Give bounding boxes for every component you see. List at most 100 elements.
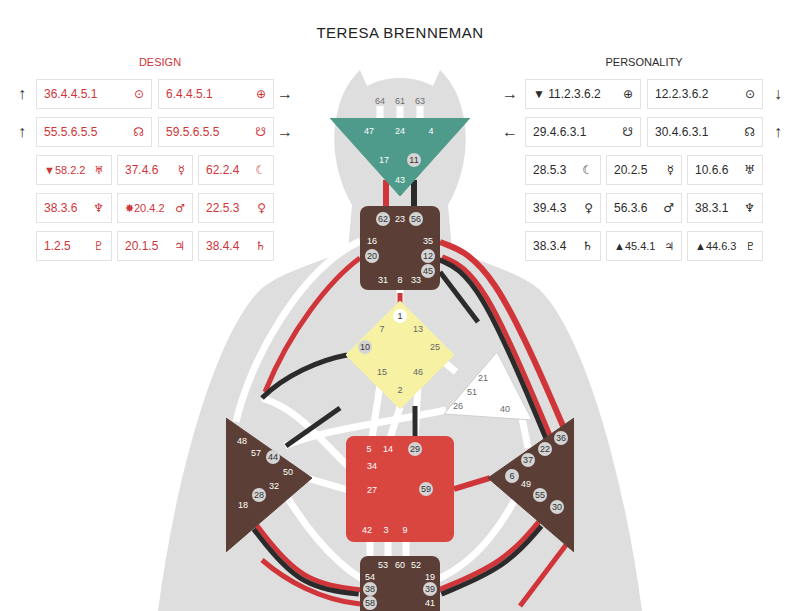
gate-number: 58 — [363, 596, 377, 610]
gate-number: 51 — [463, 385, 481, 399]
planet-symbol: ♂ — [175, 202, 185, 215]
gate-number: 14 — [379, 442, 397, 456]
gate-line-value: 1.2.5 — [44, 239, 71, 253]
channel-track — [522, 418, 528, 448]
gate-line-value: 22.5.3 — [206, 201, 239, 215]
activation-cell: 59.5.6.5.5☋ — [158, 117, 274, 147]
activation-cell: 38.4.4 ♄ — [198, 231, 274, 261]
channel — [254, 525, 362, 594]
energy-center: 536052541938395841 — [360, 556, 440, 611]
planet-symbol: ☿ — [178, 163, 185, 177]
channel-stroke — [254, 529, 359, 594]
energy-center: 514293427594239 — [346, 436, 454, 542]
channel-stroke — [441, 526, 541, 594]
gate-line-value: 10.6.6 — [695, 163, 728, 177]
activation-cell: 20.1.5♃ — [117, 231, 193, 261]
gate-number: 62 — [376, 212, 390, 226]
activation-cell: 37.4.6 ☿ — [117, 155, 193, 185]
gate-number: 10 — [358, 340, 372, 354]
gate-number: 17 — [375, 153, 393, 167]
center-shape — [360, 206, 440, 290]
planet-symbol: ☊ — [133, 125, 144, 139]
gate-number: 41 — [421, 596, 439, 610]
gate-number: 39 — [423, 582, 437, 596]
section-heading: DESIGN — [100, 56, 220, 69]
gate-number: 27 — [363, 483, 381, 497]
activation-cell: 29.4.6.3.1 ☋ — [525, 117, 641, 147]
gate-number: 44 — [266, 450, 280, 464]
activation-cell: 20.2.5☿ — [606, 155, 682, 185]
gate-number: 50 — [279, 465, 297, 479]
gate-number: 52 — [407, 558, 425, 572]
gate-number: 40 — [496, 402, 514, 416]
planet-symbol: ☿ — [667, 163, 674, 177]
section-heading: PERSONALITY — [584, 56, 704, 69]
gate-number: 43 — [391, 173, 409, 187]
gate-number: 3 — [377, 523, 395, 537]
channel-track — [370, 540, 406, 558]
gate-number: 21 — [474, 371, 492, 385]
gate-number: 46 — [409, 365, 427, 379]
hanging-gate — [413, 406, 418, 438]
gate-line-value: 39.4.3 — [533, 201, 566, 215]
gate-line-value: 38.3.1 — [695, 201, 728, 215]
gate-number: 45 — [421, 264, 435, 278]
gate-number: 15 — [373, 365, 391, 379]
gate-number: 49 — [517, 477, 535, 491]
body-silhouette — [158, 70, 642, 611]
gate-line-value: 38.4.4 — [206, 239, 239, 253]
gate-number: 5 — [360, 442, 378, 456]
gate-number: 12 — [421, 249, 435, 263]
gate-line-value: ▼58.2.2 — [44, 164, 85, 176]
activation-cell: 38.3.6♆ — [36, 193, 112, 223]
channel-stroke — [454, 478, 490, 489]
gate-number: 61 — [391, 94, 409, 108]
planet-symbol: ♄ — [255, 239, 266, 253]
planet-symbol: ♆ — [93, 201, 104, 215]
gate-number: 20 — [365, 249, 379, 263]
gate-number: 38 — [363, 582, 377, 596]
gate-number: 22 — [538, 442, 552, 456]
gate-line-value: ✸20.4.2 — [125, 202, 165, 215]
planet-symbol: ⊕ — [256, 87, 266, 101]
gate-number: 23 — [391, 212, 409, 226]
gate-number: 55 — [533, 488, 547, 502]
gate-line-value: 30.4.6.3.1 — [655, 125, 708, 139]
gate-number: 59 — [419, 482, 433, 496]
energy-center: 3622376495530 — [488, 418, 574, 552]
channel-track — [262, 398, 348, 466]
energy-center: 1713102515462 — [346, 301, 454, 409]
gate-number: 37 — [521, 453, 535, 467]
gate-number: 4 — [422, 124, 440, 138]
gate-number: 31 — [374, 273, 392, 287]
channel — [414, 180, 415, 206]
gate-line-value: 55.5.6.5.5 — [44, 125, 97, 139]
energy-center: 48574450322818 — [226, 418, 312, 552]
gate-line-value: 12.2.3.6.2 — [655, 87, 708, 101]
gate-line-value: 56.3.6 — [614, 201, 647, 215]
gate-number: 60 — [391, 558, 409, 572]
activation-cell: ▲44.6.3♇ — [687, 231, 763, 261]
gate-line-value: 37.4.6 — [125, 163, 158, 177]
gate-line-value: 6.4.4.5.1 — [166, 87, 213, 101]
hanging-gate — [265, 258, 360, 392]
gate-number: 8 — [391, 273, 409, 287]
gate-line-value: ▲44.6.3 — [695, 240, 736, 252]
channel-tracks — [236, 106, 528, 579]
channel-stroke — [383, 180, 389, 206]
planet-symbol: ☋ — [622, 125, 633, 139]
gate-number: 30 — [550, 500, 564, 514]
channel — [386, 180, 387, 206]
gate-line-value: 29.4.6.3.1 — [533, 125, 586, 139]
activation-cell: 56.3.6♂ — [606, 193, 682, 223]
activation-cell: ▼58.2.2♅ — [36, 155, 112, 185]
planet-symbol: ♀ — [257, 201, 266, 215]
channel-track — [236, 241, 360, 422]
hanging-gate — [520, 545, 566, 606]
gate-line-value: ▲45.4.1 — [614, 240, 655, 252]
planet-symbol: ⊕ — [623, 87, 633, 101]
center-shape — [330, 118, 470, 196]
gate-number: 25 — [426, 340, 444, 354]
gate-number: 28 — [252, 488, 266, 502]
gate-number: 47 — [360, 124, 378, 138]
